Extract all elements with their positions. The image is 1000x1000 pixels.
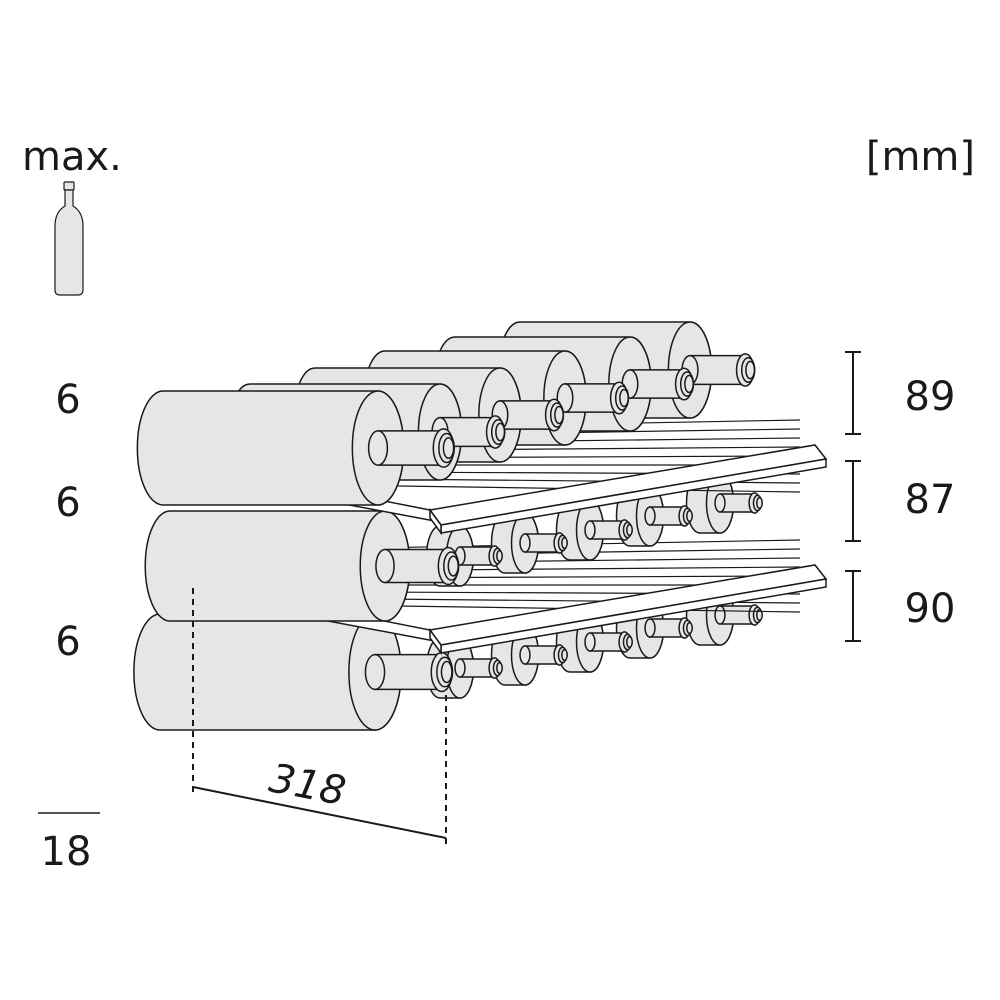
bottle-middle-4	[490, 512, 568, 574]
bottle-tier-middle	[144, 472, 763, 622]
depth-value: 318	[266, 755, 350, 815]
shelf-count-1: 6	[55, 377, 80, 423]
height-bracket-1	[845, 351, 861, 435]
height-bracket-3	[845, 570, 861, 642]
bottle-tier-bottom	[133, 584, 763, 731]
unit-label: [mm]	[866, 134, 975, 180]
bottle-bottom-6	[133, 613, 454, 731]
height-bracket-2	[845, 460, 861, 542]
shelf-height-1: 89	[905, 374, 956, 420]
bottle-middle-6	[144, 510, 460, 622]
bottle-middle-3	[555, 499, 633, 561]
shelf-count-3: 6	[55, 619, 80, 665]
bottle-tier-top	[136, 321, 756, 506]
shelf-count-2: 6	[55, 480, 80, 526]
bottle-top-6	[136, 390, 455, 506]
shelf-height-2: 87	[905, 477, 956, 523]
wine-bottle-icon	[54, 181, 84, 296]
total-count: 18	[41, 829, 92, 875]
shelf-height-3: 90	[905, 586, 956, 632]
depth-dimension	[192, 588, 447, 845]
max-label: max.	[22, 134, 122, 180]
